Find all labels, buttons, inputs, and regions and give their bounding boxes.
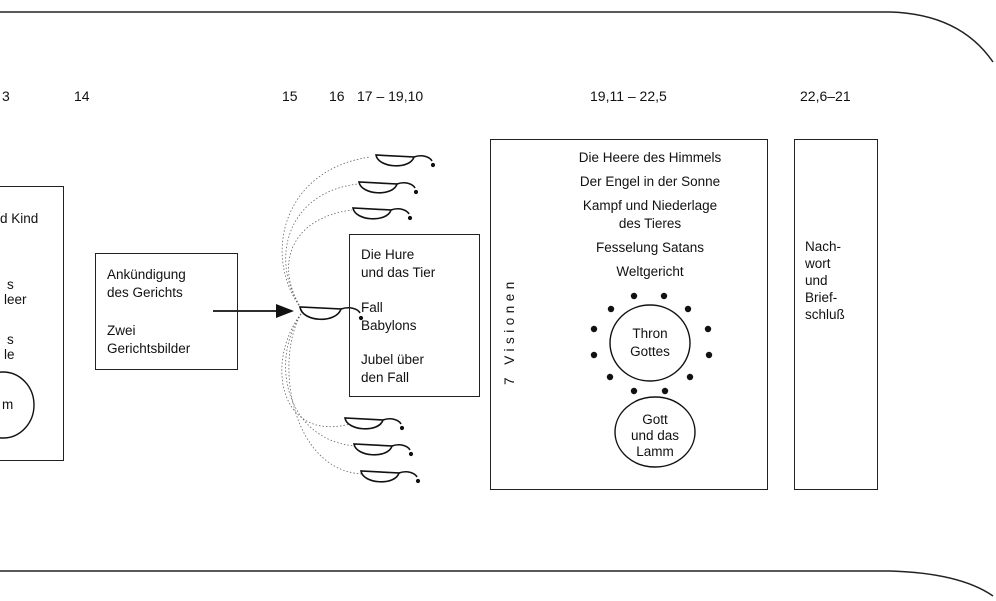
bowl-icons: [299, 154, 436, 484]
announcement-line-2: des Gerichts: [107, 285, 183, 300]
epilogue-line-1: Nach-: [805, 239, 842, 254]
bowl-icon-center: [299, 306, 364, 321]
epilogue-line-4: Brief-: [805, 290, 838, 305]
judgment-arrow-head: [276, 304, 294, 318]
babylon-box: [349, 234, 480, 397]
bowl-icon-2: [358, 181, 419, 195]
epilogue-line-5: schluß: [805, 307, 845, 322]
vision-item-3b: des Tieres: [618, 216, 682, 231]
throne-text-1: Thron: [632, 326, 668, 341]
visions-box: [490, 139, 768, 490]
left-box-text-4: s: [7, 332, 14, 347]
babylon-line-2: und das Tier: [361, 265, 436, 280]
header-col-19-22: 19,11 – 22,5: [590, 88, 667, 104]
babylon-line-3: Fall: [361, 300, 383, 315]
babylon-line-4: Babylons: [361, 318, 417, 333]
header-col-15: 15: [282, 88, 298, 104]
left-box-text-5: le: [4, 347, 15, 362]
vision-item-5: Weltgericht: [616, 264, 684, 279]
left-box-text-2: s: [7, 277, 14, 292]
bottom-frame-line: [0, 570, 994, 597]
throne-circle: [609, 304, 691, 382]
bowl-icon-6: [360, 470, 421, 484]
announcement-line-4: Gerichtsbilder: [107, 341, 191, 356]
left-box-text-1: d Kind: [0, 211, 39, 226]
bowl-connectors: [281, 156, 371, 475]
lamb-text-1: Gott: [642, 412, 668, 427]
epilogue-line-2: wort: [805, 256, 831, 271]
left-circle: [0, 371, 35, 439]
left-circle-text: m: [2, 397, 14, 412]
left-partial-box: [0, 186, 64, 461]
epilogue-box: [794, 139, 878, 490]
babylon-line-6: den Fall: [361, 370, 410, 385]
header-col-14: 14: [74, 88, 90, 104]
announcement-line-1: Ankündigung: [107, 267, 186, 282]
throne-text-2: Gottes: [630, 344, 670, 359]
lamb-text-3: Lamm: [636, 444, 674, 459]
visions-vertical-label: 7 Visionen: [502, 277, 517, 385]
bowl-icon-3: [352, 207, 413, 221]
bowl-icon-4: [344, 417, 405, 431]
bowl-icon-5: [353, 443, 414, 457]
babylon-line-5: Jubel über: [361, 352, 425, 367]
top-frame-line: [0, 11, 994, 63]
lamb-circle: [614, 396, 696, 468]
announcement-line-3: Zwei: [107, 323, 136, 338]
vision-item-3a: Kampf und Niederlage: [582, 198, 718, 213]
left-box-text-3: leer: [4, 292, 27, 307]
vision-item-1: Die Heere des Himmels: [578, 150, 722, 165]
throne-dots: [590, 292, 713, 395]
header-col-17-19: 17 – 19,10: [357, 88, 424, 104]
announcement-box: [95, 253, 238, 370]
epilogue-line-3: und: [805, 273, 828, 288]
vision-item-4: Fesselung Satans: [595, 240, 705, 255]
babylon-line-1: Die Hure: [361, 247, 415, 262]
lamb-text-2: und das: [630, 428, 680, 443]
vision-item-2: Der Engel in der Sonne: [579, 174, 721, 189]
bowl-icon-1: [375, 154, 436, 168]
header-col-3: 3: [2, 88, 10, 104]
header-col-22: 22,6–21: [800, 88, 851, 104]
header-col-16: 16: [329, 88, 345, 104]
